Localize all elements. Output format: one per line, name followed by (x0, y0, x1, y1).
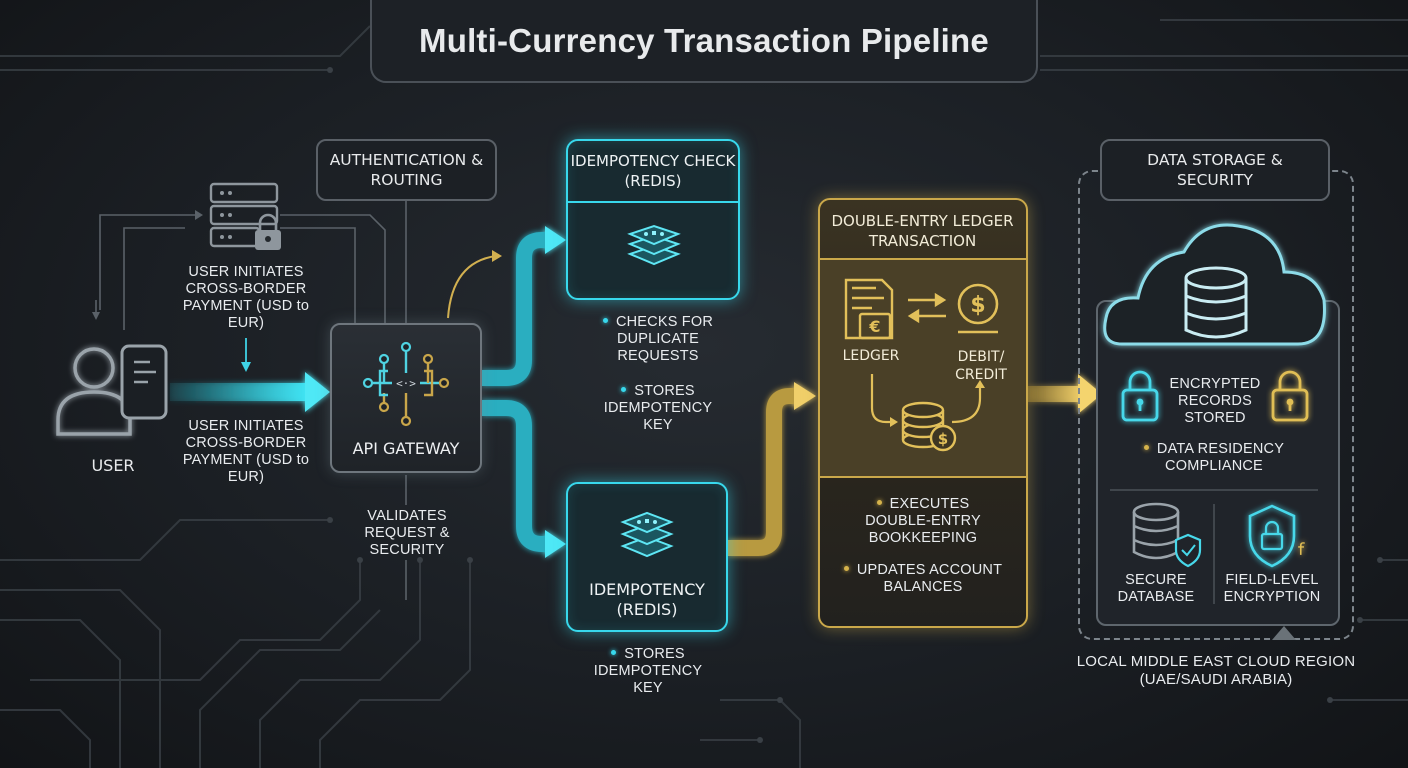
bullet-item: DATA RESIDENCY COMPLIANCE (1124, 441, 1304, 475)
exchange-arrows-icon (907, 292, 947, 324)
bullet-dot (611, 649, 617, 655)
ledger-document-icon (844, 278, 894, 340)
api-gateway-label: API GATEWAY (352, 439, 460, 458)
database-icon (1132, 502, 1180, 560)
header-divider (568, 201, 738, 203)
storage-header: DATA STORAGE & SECURITY (1100, 139, 1330, 201)
bullet-dot (621, 386, 627, 392)
redis-stack-icon (620, 511, 674, 558)
svg-text:ꬵ: ꬵ (1298, 540, 1305, 561)
idempotency-store-label: IDEMPOTENCY (REDIS) (589, 580, 705, 619)
ledger-header: DOUBLE-ENTRY LEDGER TRANSACTION (831, 212, 1014, 250)
padlock-icon (1271, 370, 1309, 422)
idempotency-check-bullets: CHECKS FOR DUPLICATE REQUESTS STORES IDE… (588, 314, 728, 434)
shield-lock-icon: ꬵ (1248, 504, 1305, 568)
auth-note: VALIDATES REQUEST & SECURITY (364, 508, 450, 558)
padlock-icon (1121, 370, 1159, 422)
bullet-dot (1143, 444, 1149, 450)
region-marker (1272, 626, 1296, 640)
bullet-item: EXECUTES DOUBLE-ENTRY BOOKKEEPING (865, 496, 981, 546)
dollar-coin-icon: $ (957, 283, 999, 334)
euro-glyph: € (868, 317, 880, 336)
storage-panel[interactable] (1096, 300, 1340, 626)
api-gateway-box[interactable]: <·> API GATEWAY (330, 323, 482, 473)
bullet-dot (843, 565, 849, 571)
database-icon (1184, 266, 1248, 339)
svg-text:$: $ (970, 293, 985, 318)
idempotency-store-box[interactable]: IDEMPOTENCY (REDIS) (566, 482, 728, 632)
ledger-label: LEDGER (842, 348, 900, 364)
encrypted-records-label: ENCRYPTED RECORDS STORED (1169, 376, 1261, 426)
user-note-bottom: USER INITIATES CROSS-BORDER PAYMENT (USD… (182, 418, 310, 485)
idempotency-check-box[interactable]: IDEMPOTENCY CHECK (REDIS) (566, 139, 740, 300)
bullet-item: STORES IDEMPOTENCY KEY (593, 646, 703, 696)
bullet-item: STORES IDEMPOTENCY KEY (603, 383, 713, 433)
debit-credit-label: DEBIT/ CREDIT (955, 349, 1007, 383)
ledger-flow-icons: € $ $ (844, 278, 999, 452)
region-label: LOCAL MIDDLE EAST CLOUD REGION (UAE/SAUD… (1076, 653, 1356, 688)
idempotency-check-header: IDEMPOTENCY CHECK (REDIS) (570, 152, 736, 190)
bullet-dot (602, 317, 608, 323)
user-note-top: USER INITIATES CROSS-BORDER PAYMENT (USD… (182, 264, 310, 331)
diagram-title: Multi-Currency Transaction Pipeline (370, 0, 1038, 83)
bullet-item: UPDATES ACCOUNT BALANCES (836, 562, 1010, 596)
user-label: USER (91, 456, 135, 475)
secure-database-label: SECURE DATABASE (1117, 572, 1195, 605)
bullet-item: CHECKS FOR DUPLICATE REQUESTS (588, 314, 728, 365)
svg-text:<·>: <·> (396, 377, 416, 390)
svg-text:$: $ (938, 430, 948, 448)
auth-header: AUTHENTICATION & ROUTING (316, 139, 497, 201)
api-gateway-circuit-icon: <·> (362, 341, 450, 427)
shield-check-icon (1174, 533, 1202, 568)
ledger-box[interactable]: DOUBLE-ENTRY LEDGER TRANSACTION € $ (818, 198, 1028, 628)
redis-stack-icon (627, 224, 681, 266)
field-level-encryption-label: FIELD-LEVEL ENCRYPTION (1223, 572, 1321, 605)
bullet-dot (876, 499, 882, 505)
coin-stack-icon (901, 401, 957, 452)
